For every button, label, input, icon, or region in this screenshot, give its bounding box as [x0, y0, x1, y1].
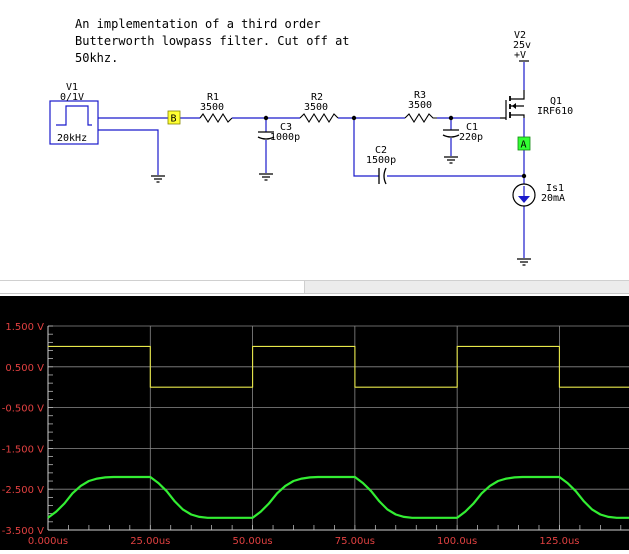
is1-name: Is1 — [546, 183, 564, 194]
schematic-canvas[interactable]: An implementation of a third order Butte… — [0, 0, 629, 280]
r1-name: R1 — [207, 92, 219, 103]
r1-value: 3500 — [200, 102, 224, 113]
oscilloscope-panel[interactable]: 1.500 V 0.500 V -0.500 V -1.500 V -2.500 V -3… — [0, 296, 629, 550]
capacitor-c1[interactable]: C1 220p — [442, 122, 483, 143]
x-tick-label: 75.00us — [335, 536, 375, 547]
y-tick-label: -2.500 V — [2, 485, 44, 496]
description-line-1: An implementation of a third order — [75, 17, 321, 31]
resistor-r2[interactable]: R2 3500 — [299, 92, 339, 124]
x-tick-label: 100.0us — [437, 536, 477, 547]
x-tick-label: 50.00us — [232, 536, 272, 547]
ground-symbols — [151, 156, 531, 266]
axes — [47, 325, 629, 531]
r2-value: 3500 — [304, 102, 328, 113]
v1-name: V1 — [66, 82, 78, 93]
v2-name: V2 — [514, 30, 526, 41]
wires — [98, 62, 525, 258]
c2-name: C2 — [375, 145, 387, 156]
grid — [47, 325, 629, 531]
q1-part: IRF610 — [537, 106, 573, 117]
r3-value: 3500 — [408, 100, 432, 111]
c1-value: 220p — [459, 132, 483, 143]
trace-input — [48, 345, 629, 388]
junction-dots — [263, 115, 527, 179]
description-line-3: 50khz. — [75, 51, 118, 65]
r2-name: R2 — [311, 92, 323, 103]
horizontal-scrollbar[interactable] — [0, 280, 629, 294]
resistor-r1[interactable]: R1 3500 — [199, 92, 233, 124]
q1-name: Q1 — [550, 96, 562, 107]
ground-icon — [444, 156, 458, 164]
mosfet-q1[interactable]: Q1 IRF610 — [500, 90, 573, 120]
current-source-is1[interactable]: Is1 20mA — [512, 183, 565, 207]
probe-b-label: B — [171, 114, 177, 125]
v2-rail-label: +V — [514, 50, 526, 61]
v2-supply[interactable]: V2 25v +V — [513, 30, 531, 62]
ground-icon — [259, 173, 273, 181]
c1-name: C1 — [466, 122, 478, 133]
oscilloscope-chart: 1.500 V 0.500 V -0.500 V -1.500 V -2.500 V -3… — [2, 322, 629, 547]
x-tick-label: 125.0us — [539, 536, 579, 547]
y-tick-label: 1.500 V — [5, 322, 44, 333]
trace-output — [47, 475, 629, 519]
c3-value: 1000p — [270, 132, 300, 143]
x-tick-label: 25.00us — [130, 536, 170, 547]
c2-value: 1500p — [366, 155, 396, 166]
scrollbar-thumb[interactable] — [0, 281, 305, 293]
v1-frequency: 20kHz — [57, 133, 87, 144]
v2-value: 25v — [513, 40, 531, 51]
v1-value: 0/1V — [60, 92, 84, 103]
description-line-2: Butterworth lowpass filter. Cut off at — [75, 34, 350, 48]
capacitor-c3[interactable]: C3 1000p — [257, 122, 300, 143]
y-tick-label: 0.500 V — [5, 363, 44, 374]
ground-icon — [517, 258, 531, 266]
resistor-r3[interactable]: R3 3500 — [404, 90, 437, 124]
c3-name: C3 — [280, 122, 292, 133]
traces — [47, 345, 629, 519]
y-tick-label: -0.500 V — [2, 404, 44, 415]
is1-value: 20mA — [541, 193, 565, 204]
x-tick-label: 0.000us — [28, 536, 68, 547]
y-tick-label: -3.500 V — [2, 526, 44, 537]
y-tick-label: -1.500 V — [2, 444, 44, 455]
v1-pulse-source[interactable]: V1 0/1V 20kHz — [49, 82, 99, 145]
tick-labels: 1.500 V 0.500 V -0.500 V -1.500 V -2.500 V -3… — [2, 322, 580, 547]
capacitor-c2[interactable]: C2 1500p — [366, 145, 396, 185]
probe-a-label: A — [521, 140, 527, 151]
description: An implementation of a third order Butte… — [75, 17, 350, 65]
probe-a[interactable]: A — [517, 136, 531, 151]
ground-icon — [151, 175, 165, 183]
probe-b[interactable]: B — [167, 110, 181, 125]
r3-name: R3 — [414, 90, 426, 101]
